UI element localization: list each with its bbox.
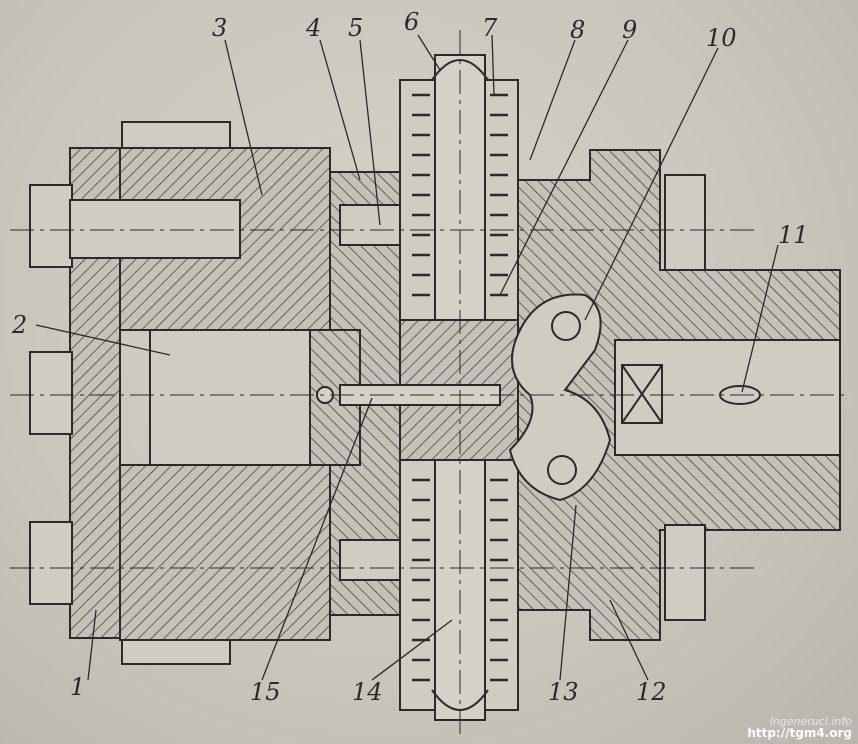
label-15: 15: [250, 678, 281, 706]
lever-pivot-bottom: [547, 455, 577, 485]
housing-lower: [119, 464, 331, 641]
watermark: Ingenerucl.info http://tgm4.org: [747, 716, 852, 740]
label-14: 14: [352, 678, 383, 706]
set-screw-top: [339, 204, 406, 246]
lever-pivot-top: [551, 311, 581, 341]
label-11: 11: [778, 221, 809, 249]
spring-upper-right: [490, 93, 508, 297]
label-8: 8: [570, 16, 585, 44]
cam-lever: [508, 293, 612, 502]
nut-bottom-right: [664, 524, 706, 621]
spring-lower-left: [412, 478, 430, 682]
label-5: 5: [348, 14, 363, 42]
label-9: 9: [622, 16, 637, 44]
spring-upper-left: [412, 93, 430, 297]
watermark-site: Ingenerucl.info: [769, 714, 852, 728]
label-6: 6: [404, 8, 419, 36]
watermark-url: http://tgm4.org: [747, 726, 852, 741]
nut-top-right: [664, 174, 706, 271]
bolt-head-mid: [29, 351, 73, 435]
set-screw-bottom: [339, 539, 406, 581]
center-cavity: [149, 329, 311, 466]
bolt-head-top: [29, 184, 73, 268]
bolt-shank-top: [69, 199, 241, 259]
label-2: 2: [11, 311, 27, 339]
leader-lines: [35, 34, 779, 681]
label-12: 12: [636, 678, 667, 706]
label-4: 4: [305, 14, 321, 42]
label-7: 7: [482, 14, 498, 42]
label-1: 1: [70, 673, 85, 701]
spring-lower-right: [490, 478, 508, 682]
label-13: 13: [548, 678, 579, 706]
center-lines: [10, 30, 850, 735]
bolt-head-bottom: [29, 521, 73, 605]
label-10: 10: [706, 24, 737, 52]
label-3: 3: [212, 14, 227, 42]
part-labels: 1 2 3 4 5 6 7 8 9 10 11 12 13 14 15: [11, 8, 809, 706]
